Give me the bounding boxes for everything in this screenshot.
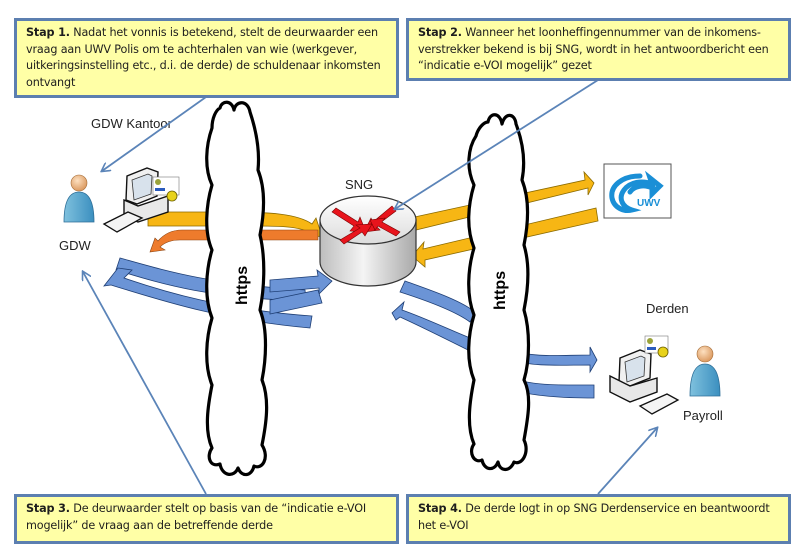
https-cloud-right: https (467, 113, 531, 472)
step-2-label: Stap 2. (418, 26, 462, 39)
https-cloud-left: https (205, 100, 269, 477)
blue-arrow-right-1 (269, 269, 333, 295)
leader-step1 (102, 96, 207, 171)
step-4-label: Stap 4. (418, 502, 462, 515)
blue-arrow-right-2 (269, 289, 323, 315)
step-3-text: De deurwaarder stelt op basis van de “in… (26, 502, 366, 532)
step-3-note: Stap 3. De deurwaarder stelt op basis va… (14, 494, 399, 544)
derden-computer-icon (609, 335, 680, 415)
blue-arrow-derden-to-sng-2 (391, 300, 476, 353)
payroll-label: Payroll (683, 408, 723, 423)
leader-step2 (395, 79, 599, 209)
uwv-logo: UWV (603, 163, 672, 219)
https-label-left: https (234, 266, 251, 305)
step-1-label: Stap 1. (26, 26, 70, 39)
leader-step4 (597, 428, 657, 495)
step-1-text: Nadat het vonnis is betekend, stelt de d… (26, 26, 381, 89)
step-4-note: Stap 4. De derde logt in op SNG Derdense… (406, 494, 791, 544)
orange-arrow-sng-to-gdw (149, 229, 319, 253)
derden-label: Derden (646, 301, 689, 316)
gdw-label: GDW (59, 238, 92, 253)
payroll-person-icon (689, 345, 721, 397)
step-2-note: Stap 2. Wanneer het loonheffingennummer … (406, 18, 791, 81)
gdw-person-icon (63, 174, 95, 223)
blue-arrow-derden-to-sng-1 (399, 280, 476, 323)
https-label-right: https (492, 271, 509, 310)
gdw-office-label: GDW Kantoor (91, 116, 173, 131)
sng-label: SNG (345, 177, 373, 192)
uwv-logo-text: UWV (637, 198, 661, 209)
gdw-computer-icon (102, 167, 180, 233)
step-3-label: Stap 3. (26, 502, 70, 515)
step-1-note: Stap 1. Nadat het vonnis is betekend, st… (14, 18, 399, 98)
leader-step3 (83, 272, 207, 495)
blue-arrow-sng-to-derden (509, 346, 598, 374)
step-2-text: Wanneer het loonheffingennummer van de i… (418, 26, 769, 72)
sng-router-icon (319, 195, 417, 287)
step-4-text: De derde logt in op SNG Derdenservice en… (418, 502, 770, 532)
